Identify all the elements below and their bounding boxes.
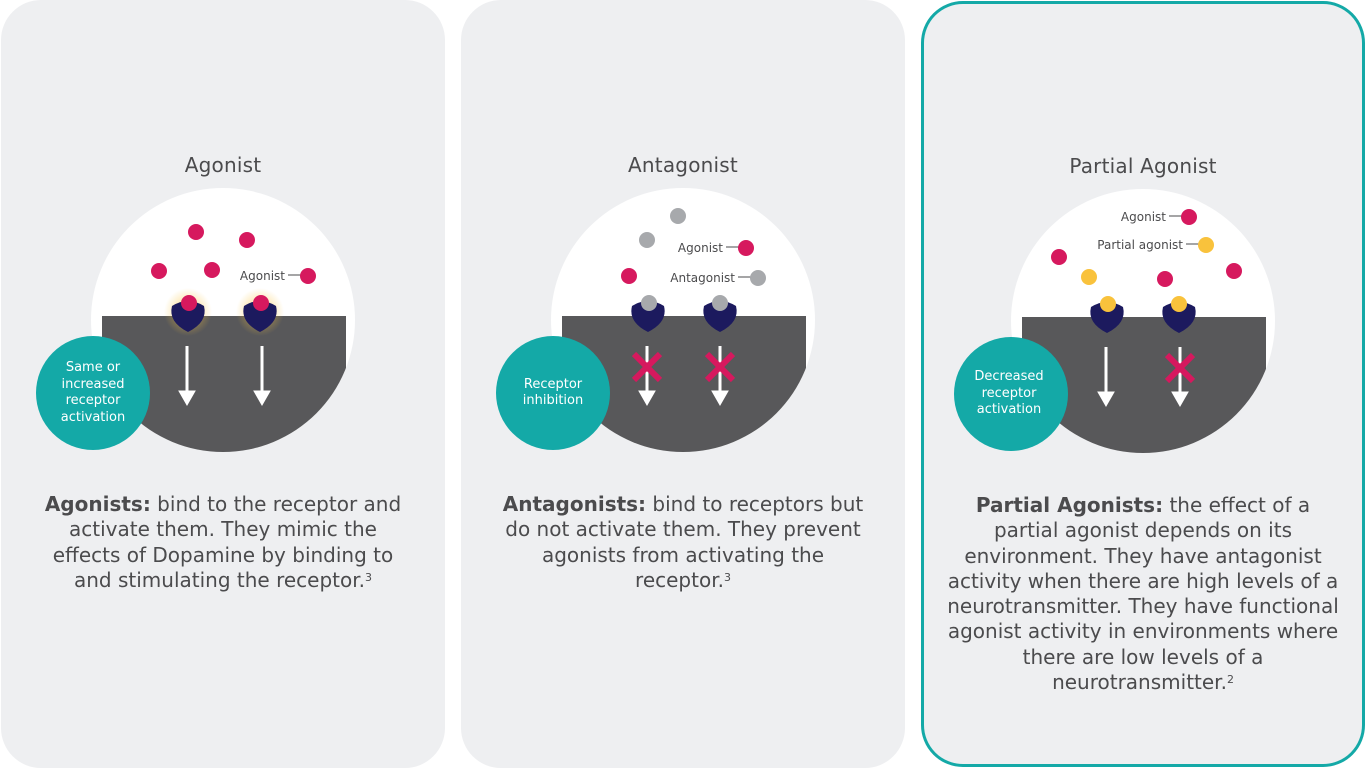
outcome-badge-label: Receptor inhibition [522,376,584,409]
bound-agonist [253,295,269,311]
antagonist-diagram: Agonist Antagonist [496,188,815,452]
antagonist-molecule [639,232,655,248]
agonist-molecule [621,268,637,284]
agonist-molecule [1157,271,1173,287]
signal-arrows [1097,347,1189,408]
outcome-badge [496,336,610,450]
agonist-molecule [188,224,204,240]
legend-agonist-dot [738,240,754,256]
agonist-molecule [1226,263,1242,279]
legend-antagonist-dot [750,270,766,286]
partial-agonist-diagram: Agonist Partial agonist [954,189,1275,453]
legend-agonist-label: Agonist [678,241,723,255]
bound-agonist [181,295,197,311]
partial-agonist-description: Partial Agonists: the effect of a partia… [947,493,1339,695]
bound-partial-agonist [1171,296,1187,312]
agonist-diagram: Agonist [36,188,355,452]
partial-agonist-molecule [1081,269,1097,285]
blocked-x-icon [1164,352,1196,384]
bound-partial-agonist [1100,296,1116,312]
agonist-description: Agonists: bind to the receptor and activ… [44,492,402,592]
receptor [631,301,665,332]
outcome-badge [36,336,150,450]
legend-agonist-label: Agonist [240,269,285,283]
receptor [703,301,737,332]
agonist-molecule [204,262,220,278]
receptor [171,301,205,332]
outcome-badge-label: Same or increased receptor activation [60,360,126,425]
signal-arrows [178,346,271,407]
agonist-title: Agonist [184,153,262,177]
legend-agonist-label: Agonist [1121,210,1166,224]
bound-antagonist [712,295,728,311]
antagonist-description: Antagonists: bind to receptors but do no… [502,492,864,592]
receptor [243,301,277,332]
blocked-x-icon [631,351,736,383]
partial-agonist-panel: Partial Agonist Agonist Partial agonist … [921,1,1365,767]
legend-partial-agonist-dot [1198,237,1214,253]
outcome-badge-label: Decreased receptor activation [974,369,1044,418]
receptor [1090,302,1124,333]
legend-agonist-dot [1181,209,1197,225]
agonist-molecule [239,232,255,248]
legend-antagonist-label: Antagonist [670,271,735,285]
agonist-molecule [1051,249,1067,265]
agonist-molecule [151,263,167,279]
antagonist-panel: Antagonist Agonist Antagonist Receptor i… [461,0,905,768]
antagonist-title: Antagonist [628,153,738,177]
antagonist-molecule [670,208,686,224]
legend-partial-agonist-label: Partial agonist [1097,238,1183,252]
outcome-badge [954,337,1068,451]
partial-agonist-title: Partial Agonist [1069,154,1217,178]
receptor [1162,302,1196,333]
bound-antagonist [641,295,657,311]
agonist-panel: Agonist Agonist Same or in [1,0,445,768]
legend-agonist-dot [300,268,316,284]
